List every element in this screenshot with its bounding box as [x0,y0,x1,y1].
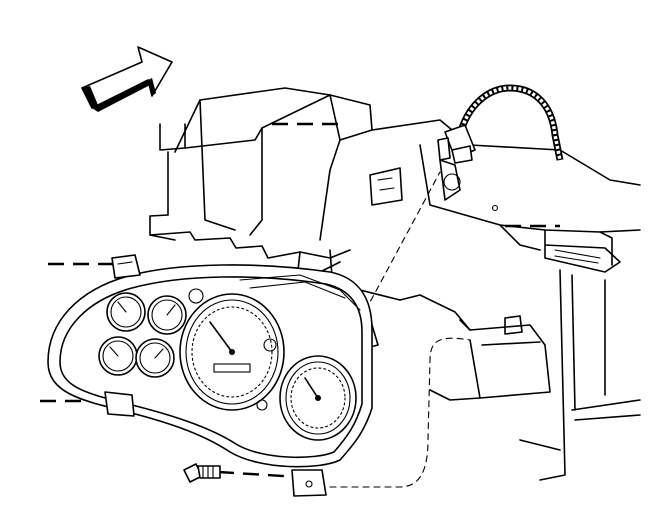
small-gauge-3 [98,336,138,376]
small-gauge-1 [106,292,146,332]
indicator-light [256,399,268,411]
wiring-harness [351,84,564,351]
speedometer-gauge [179,293,285,411]
instrument-cluster [47,254,373,497]
small-gauge-4 [135,338,175,378]
indicator-light [263,338,277,352]
indicator-light [188,288,204,304]
small-gauge-2 [147,295,187,335]
forward-arrow-icon [81,46,173,112]
cluster-bolt [183,463,221,483]
tachometer-gauge [279,355,357,441]
